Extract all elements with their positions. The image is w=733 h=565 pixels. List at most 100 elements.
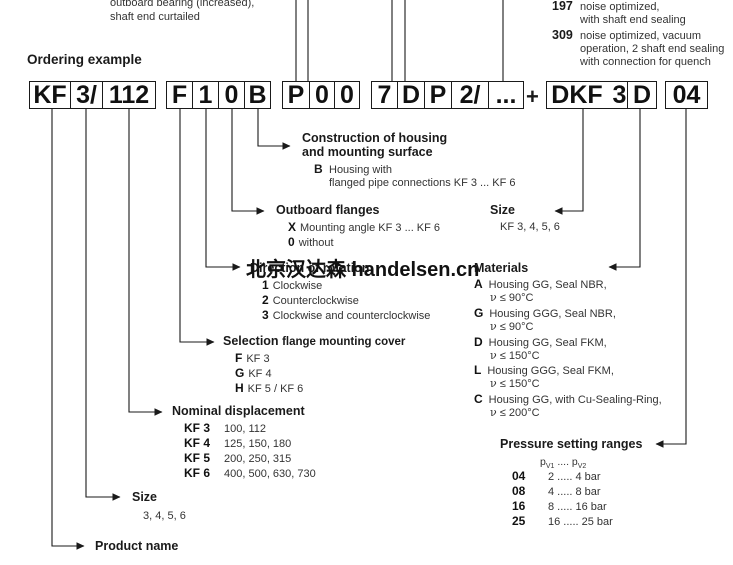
displacement-values-kf6: 400, 500, 630, 730 — [224, 468, 316, 480]
displacement-values-kf3: 100, 112 — [224, 423, 267, 435]
size-left-values: 3, 4, 5, 6 — [143, 510, 186, 522]
displacement-row-kf6: KF 6 400, 500, 630, 730 — [184, 466, 316, 481]
material-text-a: Housing GG, Seal NBR, — [488, 279, 607, 291]
pressure-header: pV1 .... pV2 — [540, 455, 586, 474]
code-box-p: P — [282, 81, 310, 109]
pressure-code-04: 04 — [512, 469, 526, 483]
pressure-header-dots: .... — [557, 456, 569, 468]
material-limit-d-text: ≤ 150°C — [499, 350, 540, 362]
selection-title-bold: Selection — [223, 334, 279, 348]
construction-title-line1: Construction of housing — [302, 131, 448, 145]
code-box-pressure: 04 — [665, 81, 708, 109]
selection-code-h: H — [235, 381, 244, 395]
material-text-c: Housing GG, with Cu-Sealing-Ring, — [488, 394, 662, 406]
nu-symbol-a: ν — [490, 291, 497, 304]
option-309-line3: with connection for quench — [580, 56, 711, 68]
construction-code: B — [314, 162, 323, 176]
pressure-row-04: 04 2 ..... 4 bar — [512, 469, 601, 484]
pressure-range-25: 16 ..... 25 bar — [548, 516, 613, 528]
code-box-dkf: DKF — [546, 81, 608, 109]
construction-title-line2: and mounting surface — [302, 145, 433, 159]
pressure-setting-title: Pressure setting ranges — [500, 437, 643, 451]
selection-title: Selection flange mounting cover — [223, 334, 405, 348]
direction-code-3: 3 — [262, 308, 269, 322]
selection-code-f: F — [235, 351, 243, 365]
pressure-range-08: 4 ..... 8 bar — [548, 486, 601, 498]
top-left-note-line1: outboard bearing (increased), — [110, 0, 255, 9]
code-box-2: 2/ — [451, 81, 489, 109]
size-left-title: Size — [132, 490, 158, 504]
size-right-title: Size — [490, 203, 516, 217]
option-309-line1: noise optimized, vacuum — [580, 30, 702, 42]
material-limit-c-text: ≤ 200°C — [499, 407, 540, 419]
direction-code-1: 1 — [262, 278, 269, 292]
code-box-construction: B — [244, 81, 271, 109]
pressure-header-p2-sub: V2 — [577, 463, 587, 471]
material-limit-d: ν ≤ 150°C — [490, 349, 540, 363]
displacement-row-kf4: KF 4 125, 150, 180 — [184, 436, 291, 451]
displacement-values-kf5: 200, 250, 315 — [224, 453, 292, 465]
option-309-line2: operation, 2 shaft end sealing — [580, 43, 725, 55]
pressure-row-16: 16 8 ..... 16 bar — [512, 499, 607, 514]
material-limit-g-text: ≤ 90°C — [499, 321, 534, 333]
pressure-code-16: 16 — [512, 499, 526, 513]
material-limit-a-text: ≤ 90°C — [499, 292, 534, 304]
direction-code-2: 2 — [262, 293, 269, 307]
pressure-range-16: 8 ..... 16 bar — [548, 501, 607, 513]
ordering-example-title: Ordering example — [27, 52, 142, 67]
code-box-0b: 0 — [334, 81, 360, 109]
construction-text-line2: flanged pipe connections KF 3 ... KF 6 — [329, 177, 516, 189]
materials-title: Materials — [474, 261, 529, 275]
nu-symbol-c: ν — [490, 406, 497, 419]
selection-code-g: G — [235, 366, 245, 380]
material-code-c: C — [474, 392, 483, 406]
code-box-7: 7 — [371, 81, 398, 109]
direction-text-2: Counterclockwise — [272, 295, 359, 307]
plus-sign: + — [526, 84, 539, 109]
code-box-kf: KF — [29, 81, 71, 109]
material-c: C Housing GG, with Cu-Sealing-Ring, — [474, 392, 662, 407]
selection-title-rest: flange mounting cover — [282, 336, 406, 348]
displacement-row-kf5: KF 5 200, 250, 315 — [184, 451, 291, 466]
product-name-title: Product name — [95, 539, 179, 553]
nu-symbol-g: ν — [490, 320, 497, 333]
displacement-code-kf5: KF 5 — [184, 451, 211, 465]
size-right-values: KF 3, 4, 5, 6 — [500, 221, 560, 233]
direction-title: Direction of rotation — [250, 261, 370, 275]
material-limit-l: ν ≤ 150°C — [490, 377, 540, 391]
code-box-rotation: 1 — [192, 81, 219, 109]
displacement-values-kf4: 125, 150, 180 — [224, 438, 292, 450]
material-text-l: Housing GGG, Seal FKM, — [487, 365, 614, 377]
pressure-range-04: 2 ..... 4 bar — [548, 471, 601, 483]
outboard-flanges-title: Outboard flanges — [276, 203, 380, 217]
pressure-header-p1: p — [540, 456, 546, 468]
selection-text-f: KF 3 — [246, 353, 270, 365]
pressure-header-p2: p — [571, 456, 578, 468]
nu-symbol-l: ν — [490, 377, 497, 390]
code-box-0a: 0 — [309, 81, 335, 109]
pressure-header-p1-sub: V1 — [545, 463, 555, 471]
direction-text-3: Clockwise and counterclockwise — [272, 310, 431, 322]
pressure-code-25: 25 — [512, 514, 526, 528]
top-left-note-line2: shaft end curtailed — [110, 11, 200, 23]
pressure-row-25: 25 16 ..... 25 bar — [512, 514, 613, 529]
code-box-outboard: 0 — [218, 81, 245, 109]
code-box-material: D — [627, 81, 657, 109]
option-code-309: 309 — [552, 28, 573, 42]
outboard-text-0: without — [298, 237, 334, 249]
outboard-code-x: X — [288, 220, 297, 234]
displacement-code-kf6: KF 6 — [184, 466, 211, 480]
outboard-text-x: Mounting angle KF 3 ... KF 6 — [300, 222, 441, 234]
code-box-ellipsis: ... — [488, 81, 524, 109]
displacement-code-kf4: KF 4 — [184, 436, 211, 450]
